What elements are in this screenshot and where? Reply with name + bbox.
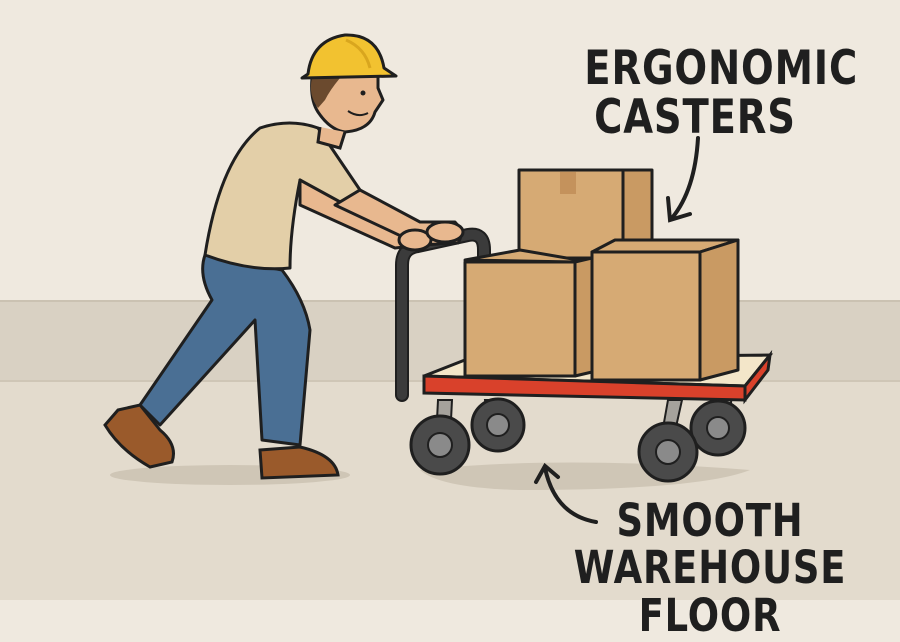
arrow-to-floor-icon (534, 462, 598, 524)
caster-back-right (689, 394, 747, 457)
wall (0, 0, 900, 300)
caster-front-right (637, 399, 699, 483)
annotation-casters-line1: ERGONOMIC (584, 41, 859, 96)
worker-head (310, 73, 385, 150)
caster-back-left (470, 397, 526, 453)
arrow-to-casters-icon (666, 136, 700, 223)
scene-artwork (0, 0, 900, 600)
caster-front-left (409, 399, 471, 476)
annotation-floor-line2: WAREHOUSE FLOOR (573, 541, 847, 642)
box-right (590, 238, 740, 382)
annotation-smooth-warehouse-floor: SMOOTH WAREHOUSE FLOOR (546, 497, 874, 639)
worker-hands (397, 220, 465, 252)
annotation-casters-line2: CASTERS (594, 90, 796, 146)
worker-boot-back (103, 403, 175, 469)
annotation-floor-line1: SMOOTH (616, 494, 804, 547)
worker-boot-front (258, 445, 340, 480)
hard-hat-icon (300, 33, 398, 80)
annotation-ergonomic-casters: ERGONOMIC CASTERS (584, 41, 859, 146)
worker-legs (138, 253, 312, 447)
box-left (463, 248, 594, 378)
